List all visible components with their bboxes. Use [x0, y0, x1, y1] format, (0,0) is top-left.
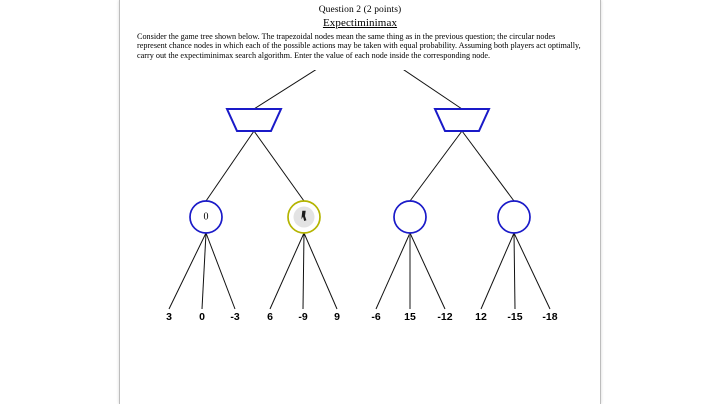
leaf-value-6: 9 [334, 311, 340, 323]
edge-min-0-to-chance-0 [205, 130, 255, 202]
edge-root-to-min-0 [253, 70, 317, 110]
edge-to-leaf-12 [513, 232, 551, 310]
leaf-value-5: -9 [298, 311, 307, 323]
leaf-value-7: -6 [371, 311, 380, 323]
edge-min-0-to-chance-1 [253, 130, 305, 202]
chance-node-3[interactable] [393, 200, 427, 234]
edge-to-leaf-11 [513, 232, 516, 310]
edge-to-leaf-10 [480, 232, 515, 310]
edge-to-leaf-9 [409, 232, 446, 310]
caret-shape [301, 210, 307, 221]
leaf-value-11: -15 [507, 311, 522, 323]
leaf-value-9: -12 [437, 311, 452, 323]
question-body-text: Consider the game tree shown below. The … [137, 32, 581, 60]
chance-node-1[interactable] [189, 200, 223, 234]
cursor-layer [301, 210, 307, 221]
edge-root-to-min-1 [403, 70, 463, 110]
edge-to-leaf-3 [205, 232, 236, 310]
tree-leaves-group: 3 0 -3 6 -9 9 -6 15 -12 12 -15 -18 [166, 311, 558, 323]
min-node-1[interactable] [433, 108, 491, 132]
text-caret-icon [301, 210, 307, 221]
min-node-0[interactable] [225, 108, 283, 132]
edge-to-leaf-7 [375, 232, 411, 310]
leaf-value-10: 12 [475, 311, 487, 323]
document-page: Question 2 (2 points) Expectiminimax Con… [119, 0, 601, 404]
leaf-value-2: 0 [199, 311, 205, 323]
edge-min-1-to-chance-1 [461, 130, 515, 202]
chance-node-1-value: 0 [204, 212, 209, 223]
game-tree-svg: 0 3 0 -3 6 -9 9 -6 15 -12 12 -15 -18 [166, 70, 558, 323]
tree-nodes-group: 0 [189, 108, 531, 234]
page-title: Expectiminimax [322, 17, 398, 29]
edge-to-leaf-2 [201, 232, 207, 310]
document-header: Question 2 (2 points) Expectiminimax [120, 0, 600, 30]
game-tree-diagram: 0 3 0 -3 6 -9 9 -6 15 -12 12 -15 -18 [120, 70, 600, 400]
leaf-value-8: 15 [404, 311, 416, 323]
question-label: Question 2 (2 points) [318, 5, 402, 15]
leaf-value-4: 6 [267, 311, 273, 323]
leaf-value-3: -3 [230, 311, 239, 323]
leaf-value-12: -18 [542, 311, 557, 323]
edge-to-leaf-6 [303, 232, 338, 310]
tree-edges-group [168, 70, 551, 310]
leaf-value-1: 3 [166, 311, 172, 323]
edge-to-leaf-4 [269, 232, 305, 310]
chance-node-4[interactable] [497, 200, 531, 234]
edge-min-1-to-chance-0 [409, 130, 463, 202]
edge-to-leaf-1 [168, 232, 207, 310]
edge-to-leaf-5 [302, 232, 305, 310]
